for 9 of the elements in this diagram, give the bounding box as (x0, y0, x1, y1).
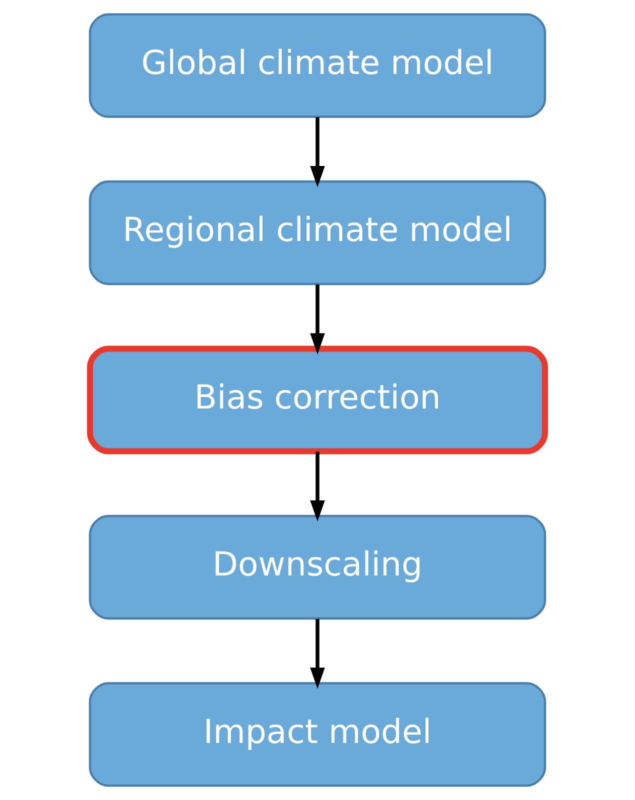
arrow (310, 284, 325, 354)
node-box: Bias correction (87, 346, 548, 454)
node-box: Downscaling (88, 514, 546, 620)
arrow (310, 117, 325, 188)
arrow (310, 452, 325, 522)
node-box: Regional climate model (88, 180, 546, 286)
arrow (310, 618, 325, 689)
node-box: Impact model (88, 682, 546, 787)
node-box: Global climate model (88, 13, 546, 118)
